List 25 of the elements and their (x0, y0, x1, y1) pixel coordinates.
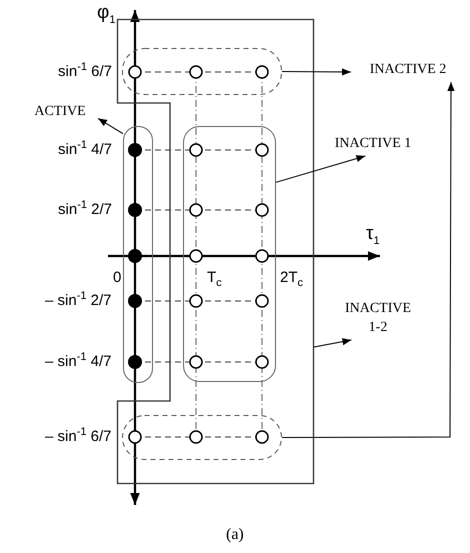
leader-arrow (282, 68, 352, 76)
dashed-region (122, 48, 282, 95)
leader-arrow (98, 118, 124, 134)
leader-arrow (314, 338, 352, 348)
region-label: ACTIVE (33, 104, 87, 121)
rounded-region (123, 126, 153, 383)
tick-label: T$_{c}$ (207, 270, 222, 289)
tick-label: sin$^{-1}$ 2/7 (58, 200, 112, 216)
tick-label: – sin$^{-1}$ 4/7 (45, 352, 112, 368)
tick-label: 0 (113, 270, 122, 285)
tick-label: 2T$_{c}$ (280, 270, 304, 289)
tick-label: – sin$^{-1}$ 2/7 (45, 290, 112, 308)
axis-label: φ$_{1}$ (97, 3, 116, 26)
dashed-region (122, 415, 282, 460)
leader-arrow (282, 82, 455, 438)
region-label: INACTIVE 1 (334, 136, 412, 153)
tick-label: sin$^{-1}$ 4/7 (58, 140, 112, 156)
rounded-region (183, 126, 276, 382)
axis-label: τ$_{1}$ (366, 224, 380, 247)
region-label: INACTIVE 2 (368, 62, 448, 79)
leader-arrow (276, 155, 366, 183)
caption: (a) (226, 527, 244, 543)
tick-label: sin$^{-1}$ 6/7 (58, 62, 112, 78)
tick-label: – sin$^{-1}$ 6/7 (45, 426, 112, 444)
region-label: INACTIVE 1-2 (344, 300, 412, 337)
